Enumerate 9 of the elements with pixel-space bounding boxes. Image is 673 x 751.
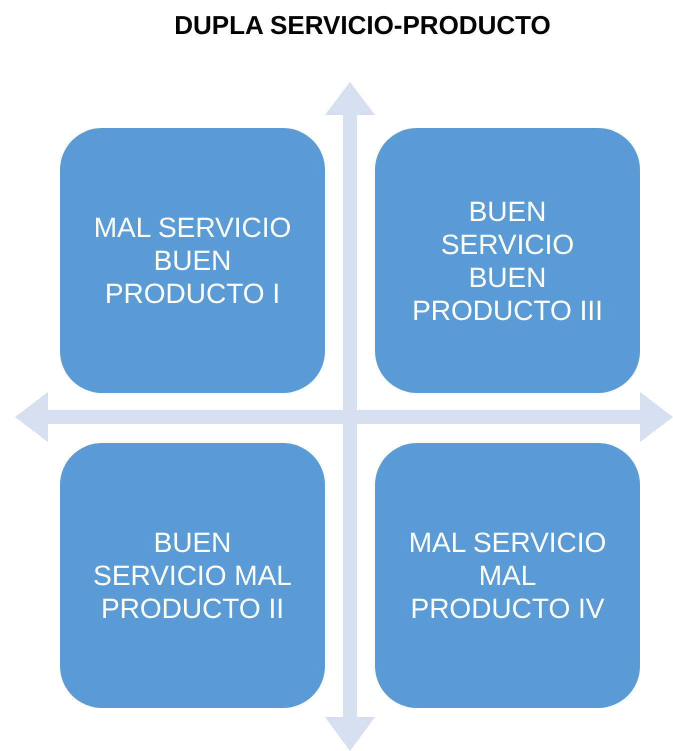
quadrant-box	[375, 128, 640, 393]
quadrant-label: BUEN SERVICIO BUEN PRODUCTO III	[411, 194, 604, 326]
quadrant-label: MAL SERVICIO BUEN PRODUCTO I	[92, 211, 292, 310]
quadrant-box	[60, 128, 325, 393]
quadrant-label: BUEN SERVICIO MAL PRODUCTO II	[92, 526, 293, 625]
quadrant-label: MAL SERVICIO MAL PRODUCTO IV	[408, 526, 608, 625]
quadrant-box	[60, 443, 325, 708]
quadrant-box	[375, 443, 640, 708]
title: DUPLA SERVICIO-PRODUCTO	[173, 10, 552, 41]
